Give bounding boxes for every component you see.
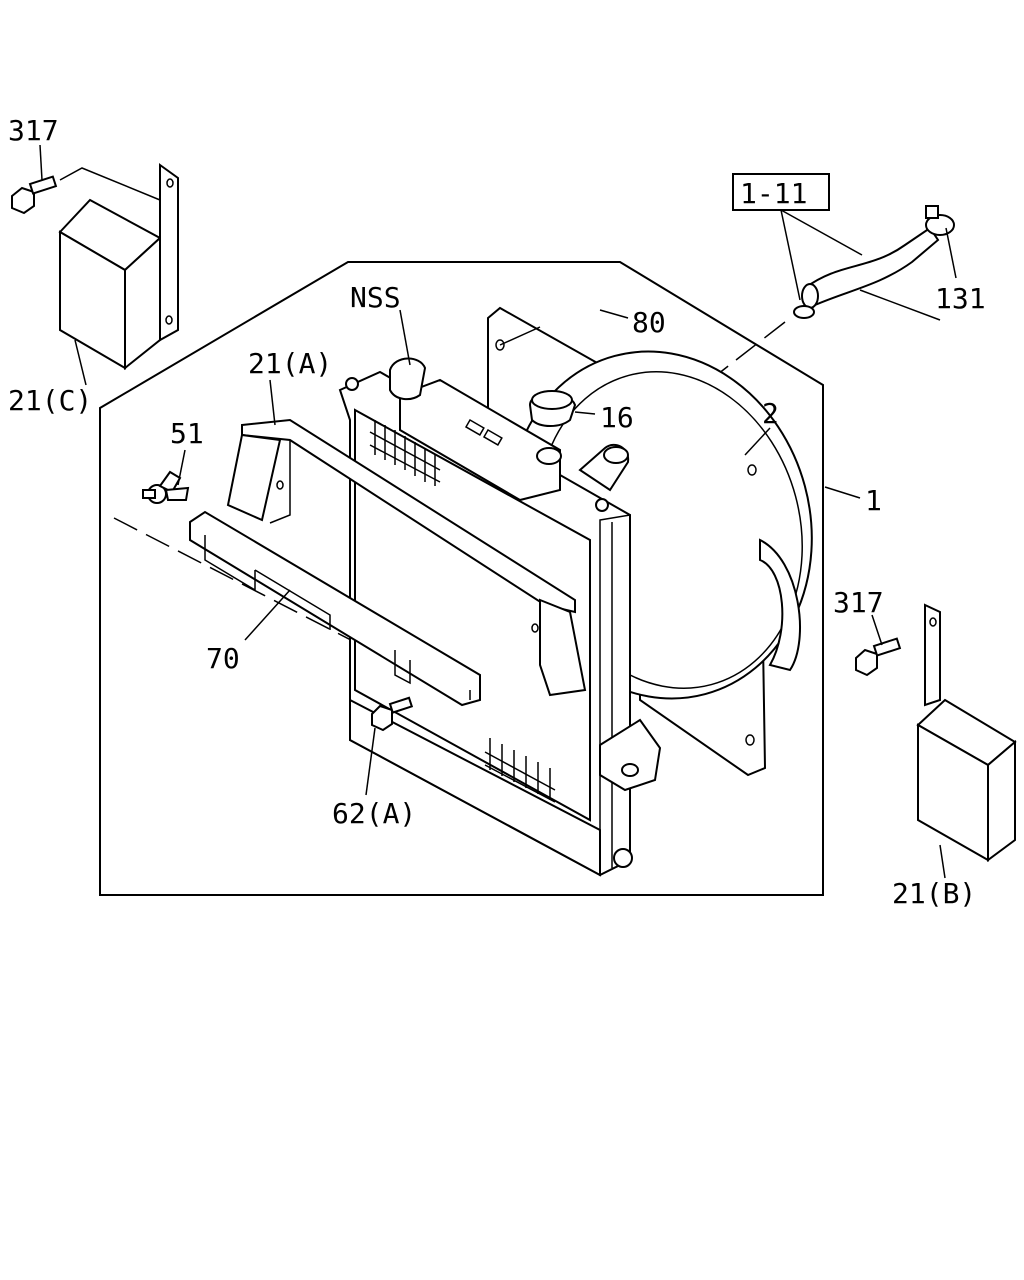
label-16: 16 bbox=[600, 401, 634, 434]
label-80: 80 bbox=[632, 306, 666, 339]
label-nss: NSS bbox=[350, 281, 401, 314]
label-51: 51 bbox=[170, 417, 204, 450]
label-21c: 21(C) bbox=[8, 384, 92, 417]
hose-assembly bbox=[793, 205, 955, 319]
label-317-top: 317 bbox=[8, 114, 59, 147]
label-70: 70 bbox=[206, 642, 240, 675]
part-21b-cover bbox=[916, 603, 1017, 862]
label-2: 2 bbox=[762, 397, 779, 430]
assembly-boundary bbox=[99, 261, 824, 896]
part-21c-cover bbox=[58, 163, 179, 371]
label-1: 1 bbox=[865, 484, 882, 517]
lower-bracket-70 bbox=[189, 510, 481, 707]
label-131: 131 bbox=[935, 282, 986, 315]
bolt-317-top bbox=[11, 175, 58, 215]
label-62a: 62(A) bbox=[332, 797, 416, 830]
bolt-317-right bbox=[855, 637, 902, 677]
label-21a: 21(A) bbox=[248, 347, 332, 380]
upper-duct-21a bbox=[226, 418, 587, 697]
label-317-right: 317 bbox=[833, 586, 884, 619]
radiator-fins-bottom bbox=[484, 738, 556, 803]
label-21b: 21(B) bbox=[892, 877, 976, 910]
bolt-62a bbox=[371, 696, 414, 732]
wing-nut-51 bbox=[142, 470, 190, 504]
label-1-11: 1-11 bbox=[740, 177, 807, 210]
radiator-fins-top bbox=[369, 420, 441, 486]
